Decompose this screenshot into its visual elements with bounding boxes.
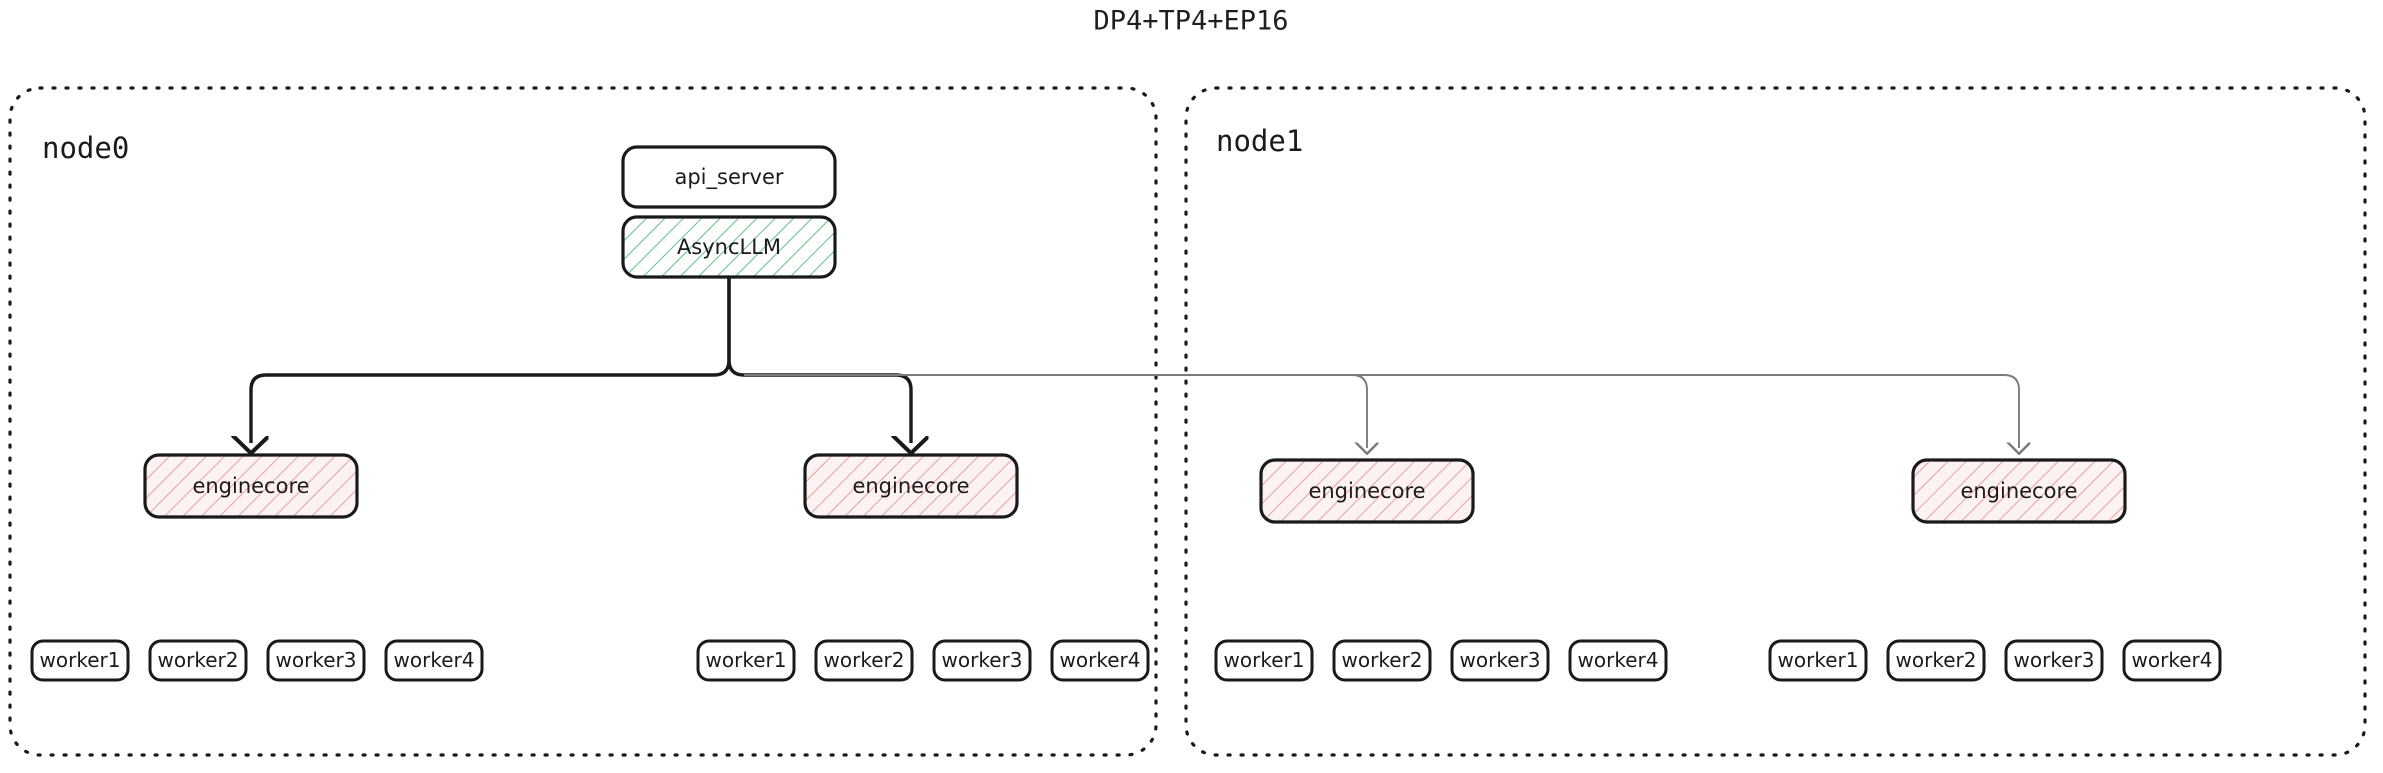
worker-item[interactable]: worker4 — [1050, 639, 1150, 682]
worker-item[interactable]: worker1 — [696, 639, 796, 682]
worker-label-worker2: worker2 — [158, 648, 239, 672]
cluster-border-node0 — [8, 86, 1158, 757]
node-enginecore-1[interactable]: enginecore — [803, 453, 1019, 519]
worker-label-worker3: worker3 — [276, 648, 357, 672]
edge-asyncllm-to-enginecore-3 — [744, 374, 2019, 448]
worker-group-workers-engine1: worker1 worker2 worker3 worker4 — [696, 639, 1150, 682]
edges-layer — [251, 277, 2019, 448]
worker-item[interactable]: worker4 — [1568, 639, 1668, 682]
worker-item[interactable]: worker3 — [2004, 639, 2104, 682]
worker-label-worker4: worker4 — [394, 648, 475, 672]
worker-item[interactable]: worker4 — [384, 639, 484, 682]
worker-box-worker1[interactable] — [696, 639, 796, 682]
worker-label-worker1: worker1 — [706, 648, 787, 672]
node-asyncllm[interactable]: AsyncLLM — [621, 215, 837, 279]
worker-label-worker3: worker3 — [942, 648, 1023, 672]
worker-group-workers-engine0: worker1 worker2 worker3 worker4 — [30, 639, 484, 682]
node-box-enginecore-3[interactable] — [1911, 458, 2127, 524]
worker-label-worker1: worker1 — [40, 648, 121, 672]
cluster-node0: node0 — [8, 86, 1158, 757]
worker-label-worker3: worker3 — [2014, 648, 2095, 672]
cluster-label-node1: node1 — [1216, 124, 1303, 158]
node-label-api_server: api_server — [674, 165, 783, 190]
worker-label-worker1: worker1 — [1224, 648, 1305, 672]
worker-box-worker3[interactable] — [2004, 639, 2104, 682]
worker-box-worker1[interactable] — [30, 639, 130, 682]
worker-label-worker3: worker3 — [1460, 648, 1541, 672]
worker-box-worker4[interactable] — [1050, 639, 1150, 682]
node-label-enginecore-3: enginecore — [1960, 479, 2077, 503]
worker-label-worker1: worker1 — [1778, 648, 1859, 672]
worker-box-worker4[interactable] — [2122, 639, 2222, 682]
node-box-asyncllm[interactable] — [621, 215, 837, 279]
node-box-enginecore-1[interactable] — [803, 453, 1019, 519]
node-box-enginecore-2[interactable] — [1259, 458, 1475, 524]
clusters-layer: node0 node1 — [8, 86, 2367, 757]
node-enginecore-3[interactable]: enginecore — [1911, 458, 2127, 524]
cluster-label-node0: node0 — [42, 131, 129, 165]
worker-label-worker2: worker2 — [1896, 648, 1977, 672]
worker-item[interactable]: worker1 — [30, 639, 130, 682]
worker-box-worker2[interactable] — [1332, 639, 1432, 682]
worker-label-worker4: worker4 — [2132, 648, 2213, 672]
worker-label-worker2: worker2 — [824, 648, 905, 672]
worker-box-worker4[interactable] — [384, 639, 484, 682]
worker-box-worker3[interactable] — [266, 639, 366, 682]
worker-box-worker2[interactable] — [1886, 639, 1986, 682]
node-enginecore-2[interactable]: enginecore — [1259, 458, 1475, 524]
worker-label-worker2: worker2 — [1342, 648, 1423, 672]
worker-item[interactable]: worker2 — [148, 639, 248, 682]
cluster-border-node1 — [1184, 86, 2367, 757]
worker-item[interactable]: worker1 — [1214, 639, 1314, 682]
page-title: DP4+TP4+EP16 — [1093, 6, 1288, 37]
worker-label-worker4: worker4 — [1060, 648, 1141, 672]
worker-item[interactable]: worker2 — [1886, 639, 1986, 682]
node-api_server[interactable]: api_server — [621, 145, 837, 209]
node-box-enginecore-0[interactable] — [143, 453, 359, 519]
worker-box-worker1[interactable] — [1214, 639, 1314, 682]
worker-item[interactable]: worker3 — [266, 639, 366, 682]
worker-item[interactable]: worker4 — [2122, 639, 2222, 682]
worker-item[interactable]: worker3 — [1450, 639, 1550, 682]
worker-item[interactable]: worker1 — [1768, 639, 1868, 682]
worker-box-worker4[interactable] — [1568, 639, 1668, 682]
node-label-enginecore-2: enginecore — [1308, 479, 1425, 503]
worker-box-worker3[interactable] — [1450, 639, 1550, 682]
worker-item[interactable]: worker2 — [814, 639, 914, 682]
node-label-enginecore-1: enginecore — [852, 474, 969, 498]
worker-box-worker2[interactable] — [814, 639, 914, 682]
worker-box-worker2[interactable] — [148, 639, 248, 682]
node-enginecore-0[interactable]: enginecore — [143, 453, 359, 519]
cluster-node1: node1 — [1184, 86, 2367, 757]
worker-group-workers-engine2: worker1 worker2 worker3 worker4 — [1214, 639, 1668, 682]
node-label-enginecore-0: enginecore — [192, 474, 309, 498]
worker-item[interactable]: worker3 — [932, 639, 1032, 682]
worker-box-worker3[interactable] — [932, 639, 1032, 682]
worker-box-worker1[interactable] — [1768, 639, 1868, 682]
worker-item[interactable]: worker2 — [1332, 639, 1432, 682]
worker-group-workers-engine3: worker1 worker2 worker3 worker4 — [1768, 639, 2222, 682]
node-label-asyncllm: AsyncLLM — [677, 235, 781, 259]
worker-label-worker4: worker4 — [1578, 648, 1659, 672]
node-box-api_server[interactable] — [621, 145, 837, 209]
